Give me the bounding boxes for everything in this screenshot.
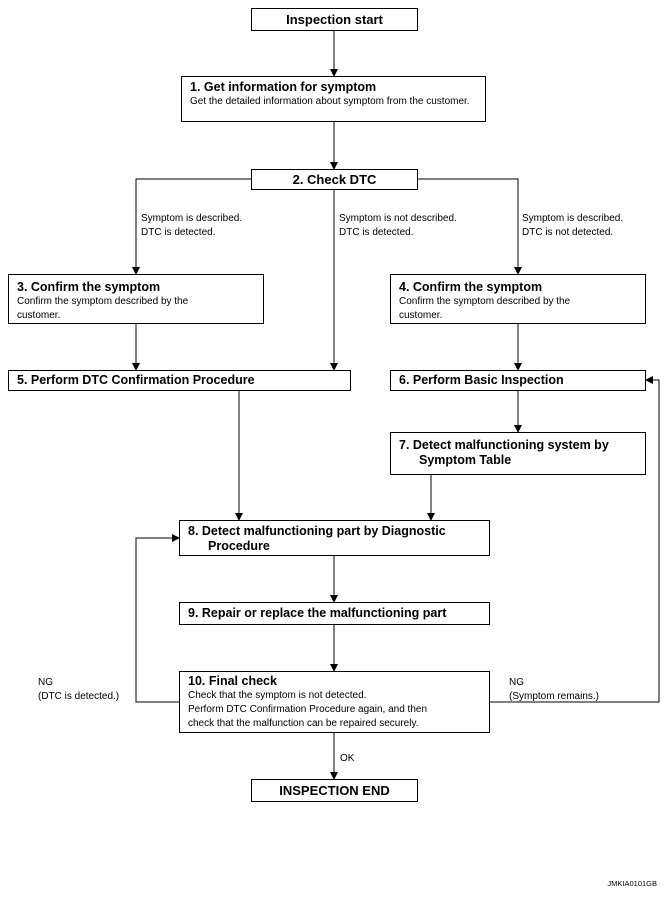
step-1-title: 1. Get information for symptom — [190, 80, 377, 94]
step-5-box: 5. Perform DTC Confirmation Procedure — [8, 370, 351, 391]
step-3-desc: Confirm the symptom described by the cus… — [17, 296, 189, 321]
step-4-box: 4. Confirm the symptom Confirm the sympt… — [390, 274, 646, 324]
branch-right-label: Symptom is described. DTC is not detecte… — [522, 212, 623, 240]
branch-left-line-1: Symptom is described. — [141, 213, 243, 224]
ng-left-label: NG (DTC is detected.) — [38, 676, 119, 704]
step-4-desc: Confirm the symptom described by the cus… — [399, 296, 571, 321]
step-2-box: 2. Check DTC — [251, 169, 418, 190]
step-3-box: 3. Confirm the symptom Confirm the sympt… — [8, 274, 264, 324]
branch-left-label: Symptom is described. DTC is detected. — [141, 212, 242, 240]
step-1-box: 1. Get information for symptom Get the d… — [181, 76, 486, 122]
ng-left-line-2: (DTC is detected.) — [38, 691, 120, 702]
step-5-title: 5. Perform DTC Confirmation Procedure — [17, 373, 255, 387]
step-2-title: 2. Check DTC — [292, 172, 377, 187]
step-6-box: 6. Perform Basic Inspection — [390, 370, 646, 391]
ng-right-line-1: NG — [509, 677, 524, 688]
inspection-start: Inspection start — [251, 8, 418, 31]
figure-id: JMKIA0101GB — [607, 879, 657, 888]
step-7-box: 7. Detect malfunctioning system by Sympt… — [390, 432, 646, 475]
step-10-title: 10. Final check — [188, 674, 277, 688]
branch-right-line-2: DTC is not detected. — [522, 227, 614, 238]
step-9-title: 9. Repair or replace the malfunctioning … — [188, 606, 447, 620]
step-7-title: 7. Detect malfunctioning system by Sympt… — [399, 438, 609, 467]
branch-middle-label: Symptom is not described. DTC is detecte… — [339, 212, 457, 240]
step-8-box: 8. Detect malfunctioning part by Diagnos… — [179, 520, 490, 556]
branch-left-line-2: DTC is detected. — [141, 227, 216, 238]
step-9-box: 9. Repair or replace the malfunctioning … — [179, 602, 490, 625]
step-10-line-3: check that the malfunction can be repair… — [188, 718, 419, 729]
step-10-line-2: Perform DTC Confirmation Procedure again… — [188, 704, 428, 715]
step-4-title: 4. Confirm the symptom — [399, 280, 543, 294]
step-10-line-1: Check that the symptom is not detected. — [188, 690, 367, 701]
inspection-end: INSPECTION END — [251, 779, 418, 802]
ng-right-label: NG (Symptom remains.) — [509, 676, 599, 704]
ng-right-line-2: (Symptom remains.) — [509, 691, 600, 702]
branch-middle-line-1: Symptom is not described. — [339, 213, 457, 224]
step-10-box: 10. Final check Check that the symptom i… — [179, 671, 490, 733]
ok-label: OK — [340, 753, 355, 764]
step-1-desc: Get the detailed information about sympt… — [190, 96, 470, 107]
step-6-title: 6. Perform Basic Inspection — [399, 373, 564, 387]
branch-right-line-1: Symptom is described. — [522, 213, 624, 224]
step-8-title: 8. Detect malfunctioning part by Diagnos… — [188, 524, 446, 553]
step-3-title: 3. Confirm the symptom — [17, 280, 161, 294]
ng-left-line-1: NG — [38, 677, 53, 688]
branch-middle-line-2: DTC is detected. — [339, 227, 414, 238]
